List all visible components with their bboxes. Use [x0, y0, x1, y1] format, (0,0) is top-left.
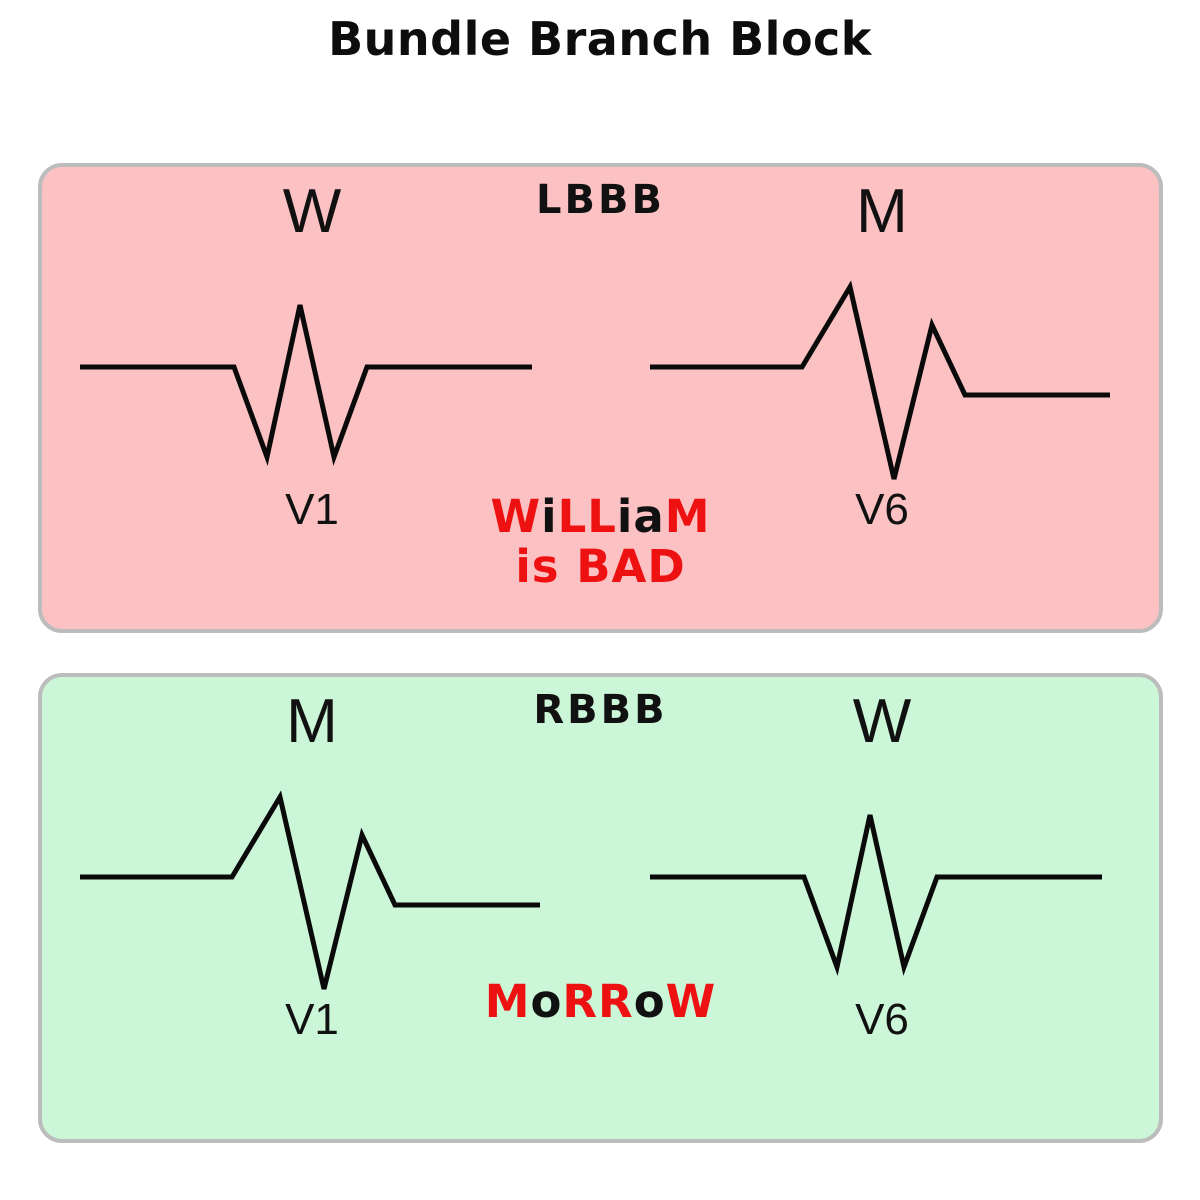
shape-label-lbbb-v6: M	[856, 177, 908, 246]
shape-label-rbbb-v6: W	[852, 687, 912, 756]
lead-label-rbbb-v6: V6	[855, 995, 909, 1044]
mnemonic-rbbb: MoRRoW	[42, 975, 1159, 1028]
mnemonic-letter: is BAD	[515, 540, 686, 594]
ecg-waveform-rbbb-v6	[650, 814, 1102, 976]
panel-lbbb: LBBB W V1 M V6 WiLLiaM is BAD	[38, 163, 1163, 633]
mnemonic-letter: W	[665, 975, 717, 1028]
mnemonic-letter: o	[530, 975, 563, 1028]
panel-rbbb: RBBB M V1 W V6 MoRRoW	[38, 673, 1163, 1143]
ecg-waveform-rbbb-v1	[80, 790, 540, 990]
mnemonic-line-2: is BAD	[42, 542, 1159, 592]
lead-group-lbbb-v6: M V6	[632, 167, 1132, 629]
lead-group-lbbb-v1: W V1	[62, 167, 562, 629]
ecg-waveform-lbbb-v1	[80, 304, 532, 466]
mnemonic-letter: M	[484, 975, 531, 1028]
mnemonic-letter: W	[490, 490, 542, 543]
mnemonic-lbbb: WiLLiaM is BAD	[42, 490, 1159, 593]
lead-label-rbbb-v1: V1	[285, 995, 339, 1044]
mnemonic-line-1: MoRRoW	[42, 975, 1159, 1028]
ecg-trace	[80, 790, 540, 990]
shape-label-rbbb-v1: M	[286, 687, 338, 756]
page-title: Bundle Branch Block	[328, 12, 872, 66]
mnemonic-letter: i	[541, 490, 558, 543]
mnemonic-letter: RR	[562, 975, 634, 1028]
ecg-waveform-lbbb-v6	[650, 280, 1110, 480]
ecg-trace	[80, 304, 532, 466]
shape-label-lbbb-v1: W	[282, 177, 342, 246]
ecg-trace	[650, 814, 1102, 976]
lead-group-rbbb-v6: W V6	[632, 677, 1132, 1139]
mnemonic-line-1: WiLLiaM	[42, 490, 1159, 543]
mnemonic-letter: i	[616, 490, 634, 543]
panel-heading-lbbb: LBBB	[536, 177, 665, 223]
panel-heading-rbbb: RBBB	[533, 687, 668, 733]
mnemonic-letter: LL	[557, 490, 617, 543]
lead-label-lbbb-v6: V6	[855, 485, 909, 534]
ecg-trace	[650, 280, 1110, 480]
lead-group-rbbb-v1: M V1	[62, 677, 562, 1139]
mnemonic-letter: a	[633, 490, 665, 543]
lead-label-lbbb-v1: V1	[285, 485, 339, 534]
mnemonic-letter: M	[664, 490, 711, 543]
mnemonic-letter: o	[633, 975, 666, 1028]
